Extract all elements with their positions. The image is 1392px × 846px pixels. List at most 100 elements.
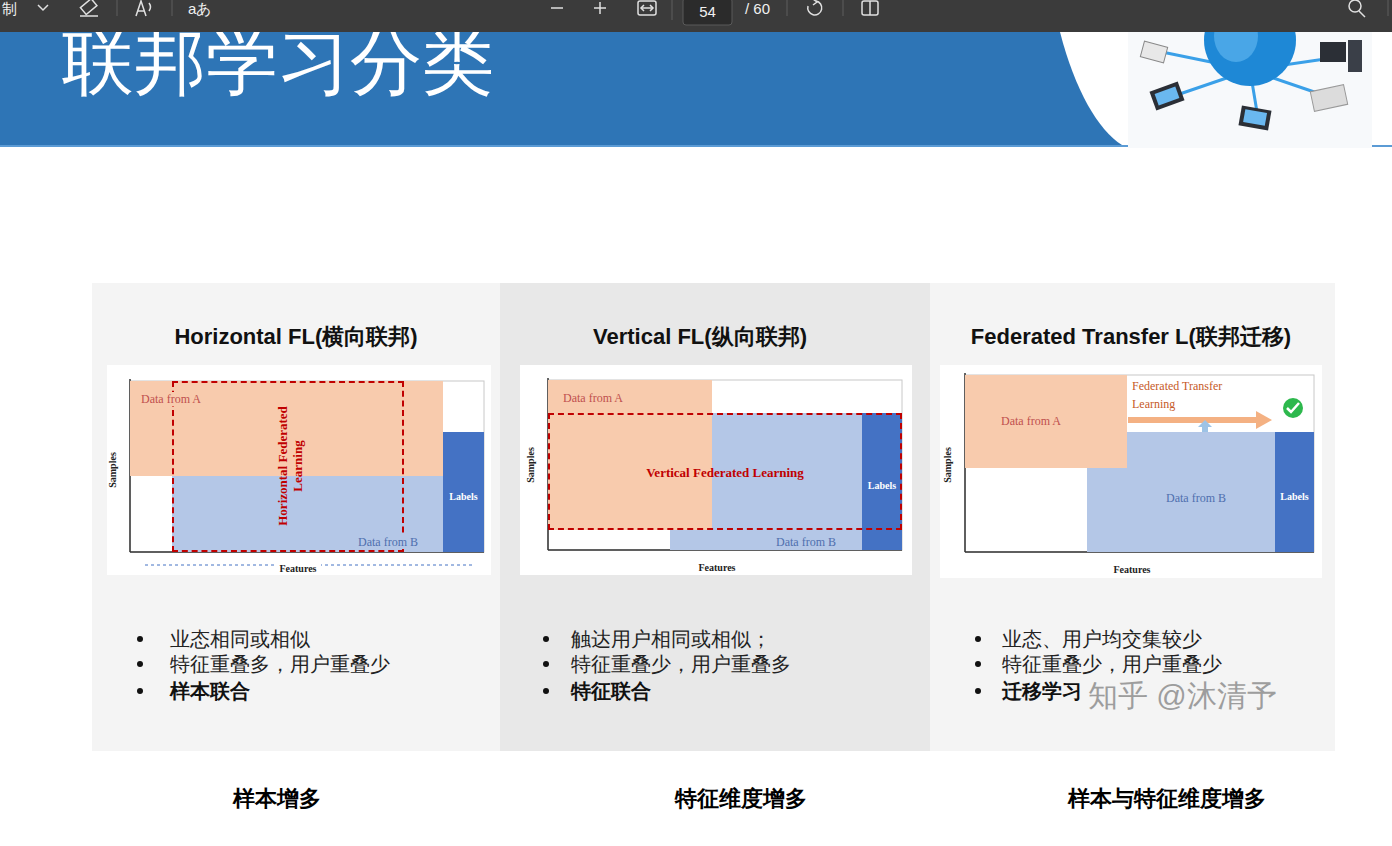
bullet-dot: [543, 661, 549, 667]
bullet-text-wrap: 触达用户相同或相似；: [571, 627, 771, 651]
page-count: / 60: [745, 0, 770, 17]
slide-title: 联邦学习分类: [62, 22, 494, 102]
node-text: Labels: [449, 491, 477, 502]
bullet-text: 样本联合: [170, 680, 250, 702]
panel-heading: Vertical FL(纵向联邦): [593, 324, 807, 349]
node-text-wrap: Data from B: [357, 532, 419, 550]
summary-label: 特征维度增多: [675, 786, 807, 811]
node-text-wrap: Features: [617, 557, 817, 575]
panel-heading-wrap: Federated Transfer L(联邦迁移): [930, 323, 1332, 351]
toolbar-label: aあ: [188, 0, 211, 17]
page-number-wrap: 54: [683, 3, 732, 21]
bullet-dot: [975, 688, 981, 694]
node-text: Labels: [1280, 491, 1308, 502]
chart-frame: SamplesFeatures Data from A Data from B Lab…: [107, 365, 491, 575]
summary-label-wrap: 样本增多: [127, 785, 427, 813]
page-number: 54: [699, 3, 716, 20]
bullet-text-wrap: 特征联合: [571, 679, 651, 703]
node-text: Vertical Federated Learning: [646, 465, 804, 480]
check-mark: [1283, 398, 1303, 418]
node-text: Samples: [942, 447, 954, 483]
summary-label: 样本增多: [233, 786, 321, 811]
node-text: Features: [1109, 564, 1154, 575]
node-text-wrap: Labels: [1275, 486, 1314, 504]
bullet-dot: [975, 636, 981, 642]
bullet-dot: [543, 688, 549, 694]
bullet-dot: [543, 636, 549, 642]
federation-region: Horizontal Federated Learning: [172, 381, 404, 552]
node-text: Samples: [107, 452, 119, 488]
bullet-text-wrap: 业态相同或相似: [170, 627, 310, 651]
node-text-wrap: Data from A: [562, 388, 624, 406]
chart-frame: SamplesFeatures Data from A Data from B Lab…: [940, 365, 1322, 578]
bullet-text: 特征联合: [571, 680, 651, 702]
node-text: Data from A: [140, 392, 202, 406]
bullet-text: 触达用户相同或相似；: [571, 628, 771, 650]
node-text-wrap: Data from A: [1000, 411, 1062, 429]
watermark: 知乎 @沐清予: [1088, 679, 1277, 712]
bullet-text-wrap: 特征重叠少，用户重叠少: [1002, 652, 1222, 676]
data-a-block: Data from A: [965, 375, 1127, 468]
panel-heading: Federated Transfer L(联邦迁移): [971, 324, 1291, 349]
bullet-dot: [975, 661, 981, 667]
bullet-dot: [137, 636, 143, 642]
node-text: Labels: [868, 480, 896, 491]
chart-frame-line: [548, 380, 902, 550]
toolbar-separators: [117, 0, 1388, 20]
node-text: Samples: [525, 447, 537, 483]
chart-frame-line: [130, 381, 484, 552]
page-number-box: [683, 0, 732, 25]
bullet-text: 迁移学习: [1002, 680, 1082, 702]
transfer-arrow-label-wrap: Federated Transfer Learning: [1132, 376, 1242, 412]
page-count-wrap: / 60: [745, 0, 770, 18]
panel-heading-wrap: Horizontal FL(横向联邦): [92, 323, 500, 351]
node-text: Horizontal Federated Learning: [275, 405, 305, 527]
transfer-arrow: [1128, 411, 1272, 429]
toolbar-label: 制: [2, 0, 17, 17]
bullet-text-wrap: 特征重叠少，用户重叠多: [571, 652, 791, 676]
node-text-wrap: Data from A: [140, 389, 202, 407]
node-text-wrap: Vertical Federated Learning: [548, 463, 902, 481]
summary-label-wrap: 特征维度增多: [591, 785, 891, 813]
summary-label-wrap: 样本与特征维度增多: [1017, 785, 1317, 813]
watermark-wrap: 知乎 @沐清予: [1088, 678, 1277, 714]
bullet-text: 特征重叠多，用户重叠少: [170, 653, 390, 675]
bullet-text-wrap: 样本联合: [170, 679, 250, 703]
bullet-text-wrap: 特征重叠多，用户重叠少: [170, 652, 390, 676]
up-arrow: [1198, 420, 1212, 432]
node-text: Data from B: [775, 535, 837, 549]
panel-heading: Horizontal FL(横向联邦): [174, 324, 417, 349]
node-text-wrap: Data from B: [1165, 488, 1227, 506]
bullet-text-wrap: 迁移学习: [1002, 679, 1082, 703]
node-text: Features: [694, 562, 739, 573]
federation-region: Vertical Federated Learning: [548, 413, 902, 530]
node-text: Features: [275, 563, 320, 574]
node-text-wrap: Labels: [862, 475, 902, 493]
category-panel: Vertical FL(纵向联邦) 触达用户相同或相似； 特征重叠少，用户重叠多特征…: [500, 283, 930, 751]
node-text-wrap: Data from B: [775, 532, 837, 550]
node-text: Data from B: [1165, 491, 1227, 505]
bullet-text: 业态、用户均交集较少: [1002, 628, 1202, 650]
bullet-dot: [137, 661, 143, 667]
toolbar-label-wrap: aあ: [188, 0, 211, 18]
data-a-block: Data from A: [548, 380, 712, 530]
labels-column: Labels: [1275, 432, 1314, 552]
node-text: Data from B: [357, 535, 419, 549]
viewer-toolbar: 制 aあ 54 / 60: [0, 0, 1392, 32]
panel-heading-wrap: Vertical FL(纵向联邦): [500, 323, 900, 351]
slide-title-wrap: 联邦学习分类: [62, 22, 494, 102]
node-text: Data from A: [562, 391, 624, 405]
bullet-dot: [137, 688, 143, 694]
toolbar-label-wrap: 制: [2, 0, 17, 18]
bullet-text: 特征重叠少，用户重叠多: [571, 653, 791, 675]
node-text: Data from A: [1000, 414, 1062, 428]
chart-frame-line: [965, 375, 1314, 552]
node-text-wrap: Features: [198, 558, 398, 576]
bullet-text: 业态相同或相似: [170, 628, 310, 650]
labels-column: Labels: [443, 432, 484, 552]
transfer-arrow-label: Federated Transfer Learning: [1132, 379, 1222, 411]
bullet-text-wrap: 业态、用户均交集较少: [1002, 627, 1202, 651]
chart-frame: SamplesFeatures Data from A Data from B Lab…: [520, 365, 912, 575]
node-text-wrap: Features: [1032, 559, 1232, 577]
